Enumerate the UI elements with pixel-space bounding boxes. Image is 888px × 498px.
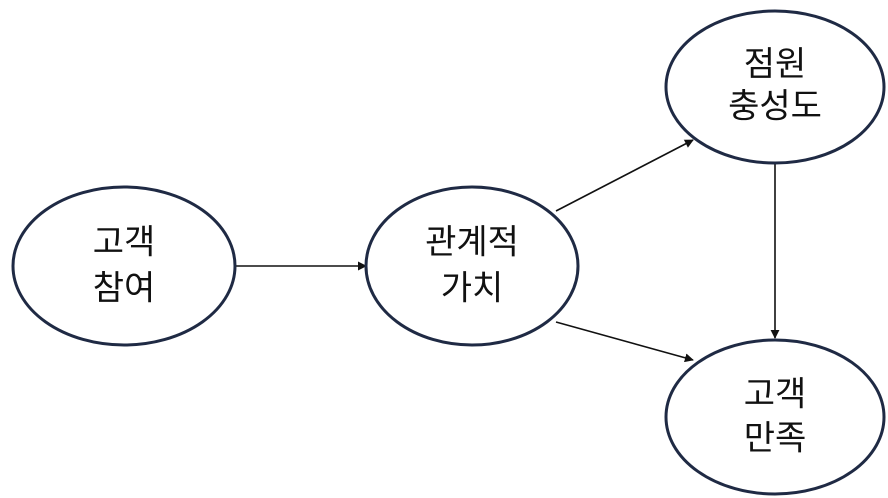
edge-relational-value-to-customer-satisfaction [555, 321, 694, 363]
node-customer-satisfaction-label-line1: 고객 [744, 375, 807, 415]
edge-relational-value-to-employee-loyalty [555, 139, 694, 212]
node-relational-value-label-line2: 가치 [441, 269, 504, 309]
node-customer-satisfaction-ellipse [664, 338, 886, 496]
node-customer-participation-ellipse [11, 185, 237, 347]
node-customer-participation: 고객 참여 [11, 185, 237, 347]
node-customer-participation-label-line1: 고객 [93, 223, 156, 263]
node-employee-loyalty-label-line2: 충성도 [728, 87, 822, 127]
node-customer-satisfaction: 고객 만족 [664, 338, 886, 496]
edges [235, 139, 780, 363]
node-relational-value-ellipse [364, 185, 580, 347]
node-relational-value: 관계적 가치 [364, 185, 580, 347]
node-employee-loyalty-label-line1: 점원 [744, 45, 807, 85]
node-employee-loyalty-ellipse [664, 9, 886, 165]
node-employee-loyalty: 점원 충성도 [664, 9, 886, 165]
node-relational-value-label-line1: 관계적 [425, 223, 519, 263]
node-customer-participation-label-line2: 참여 [93, 269, 156, 309]
node-customer-satisfaction-label-line2: 만족 [744, 419, 807, 459]
